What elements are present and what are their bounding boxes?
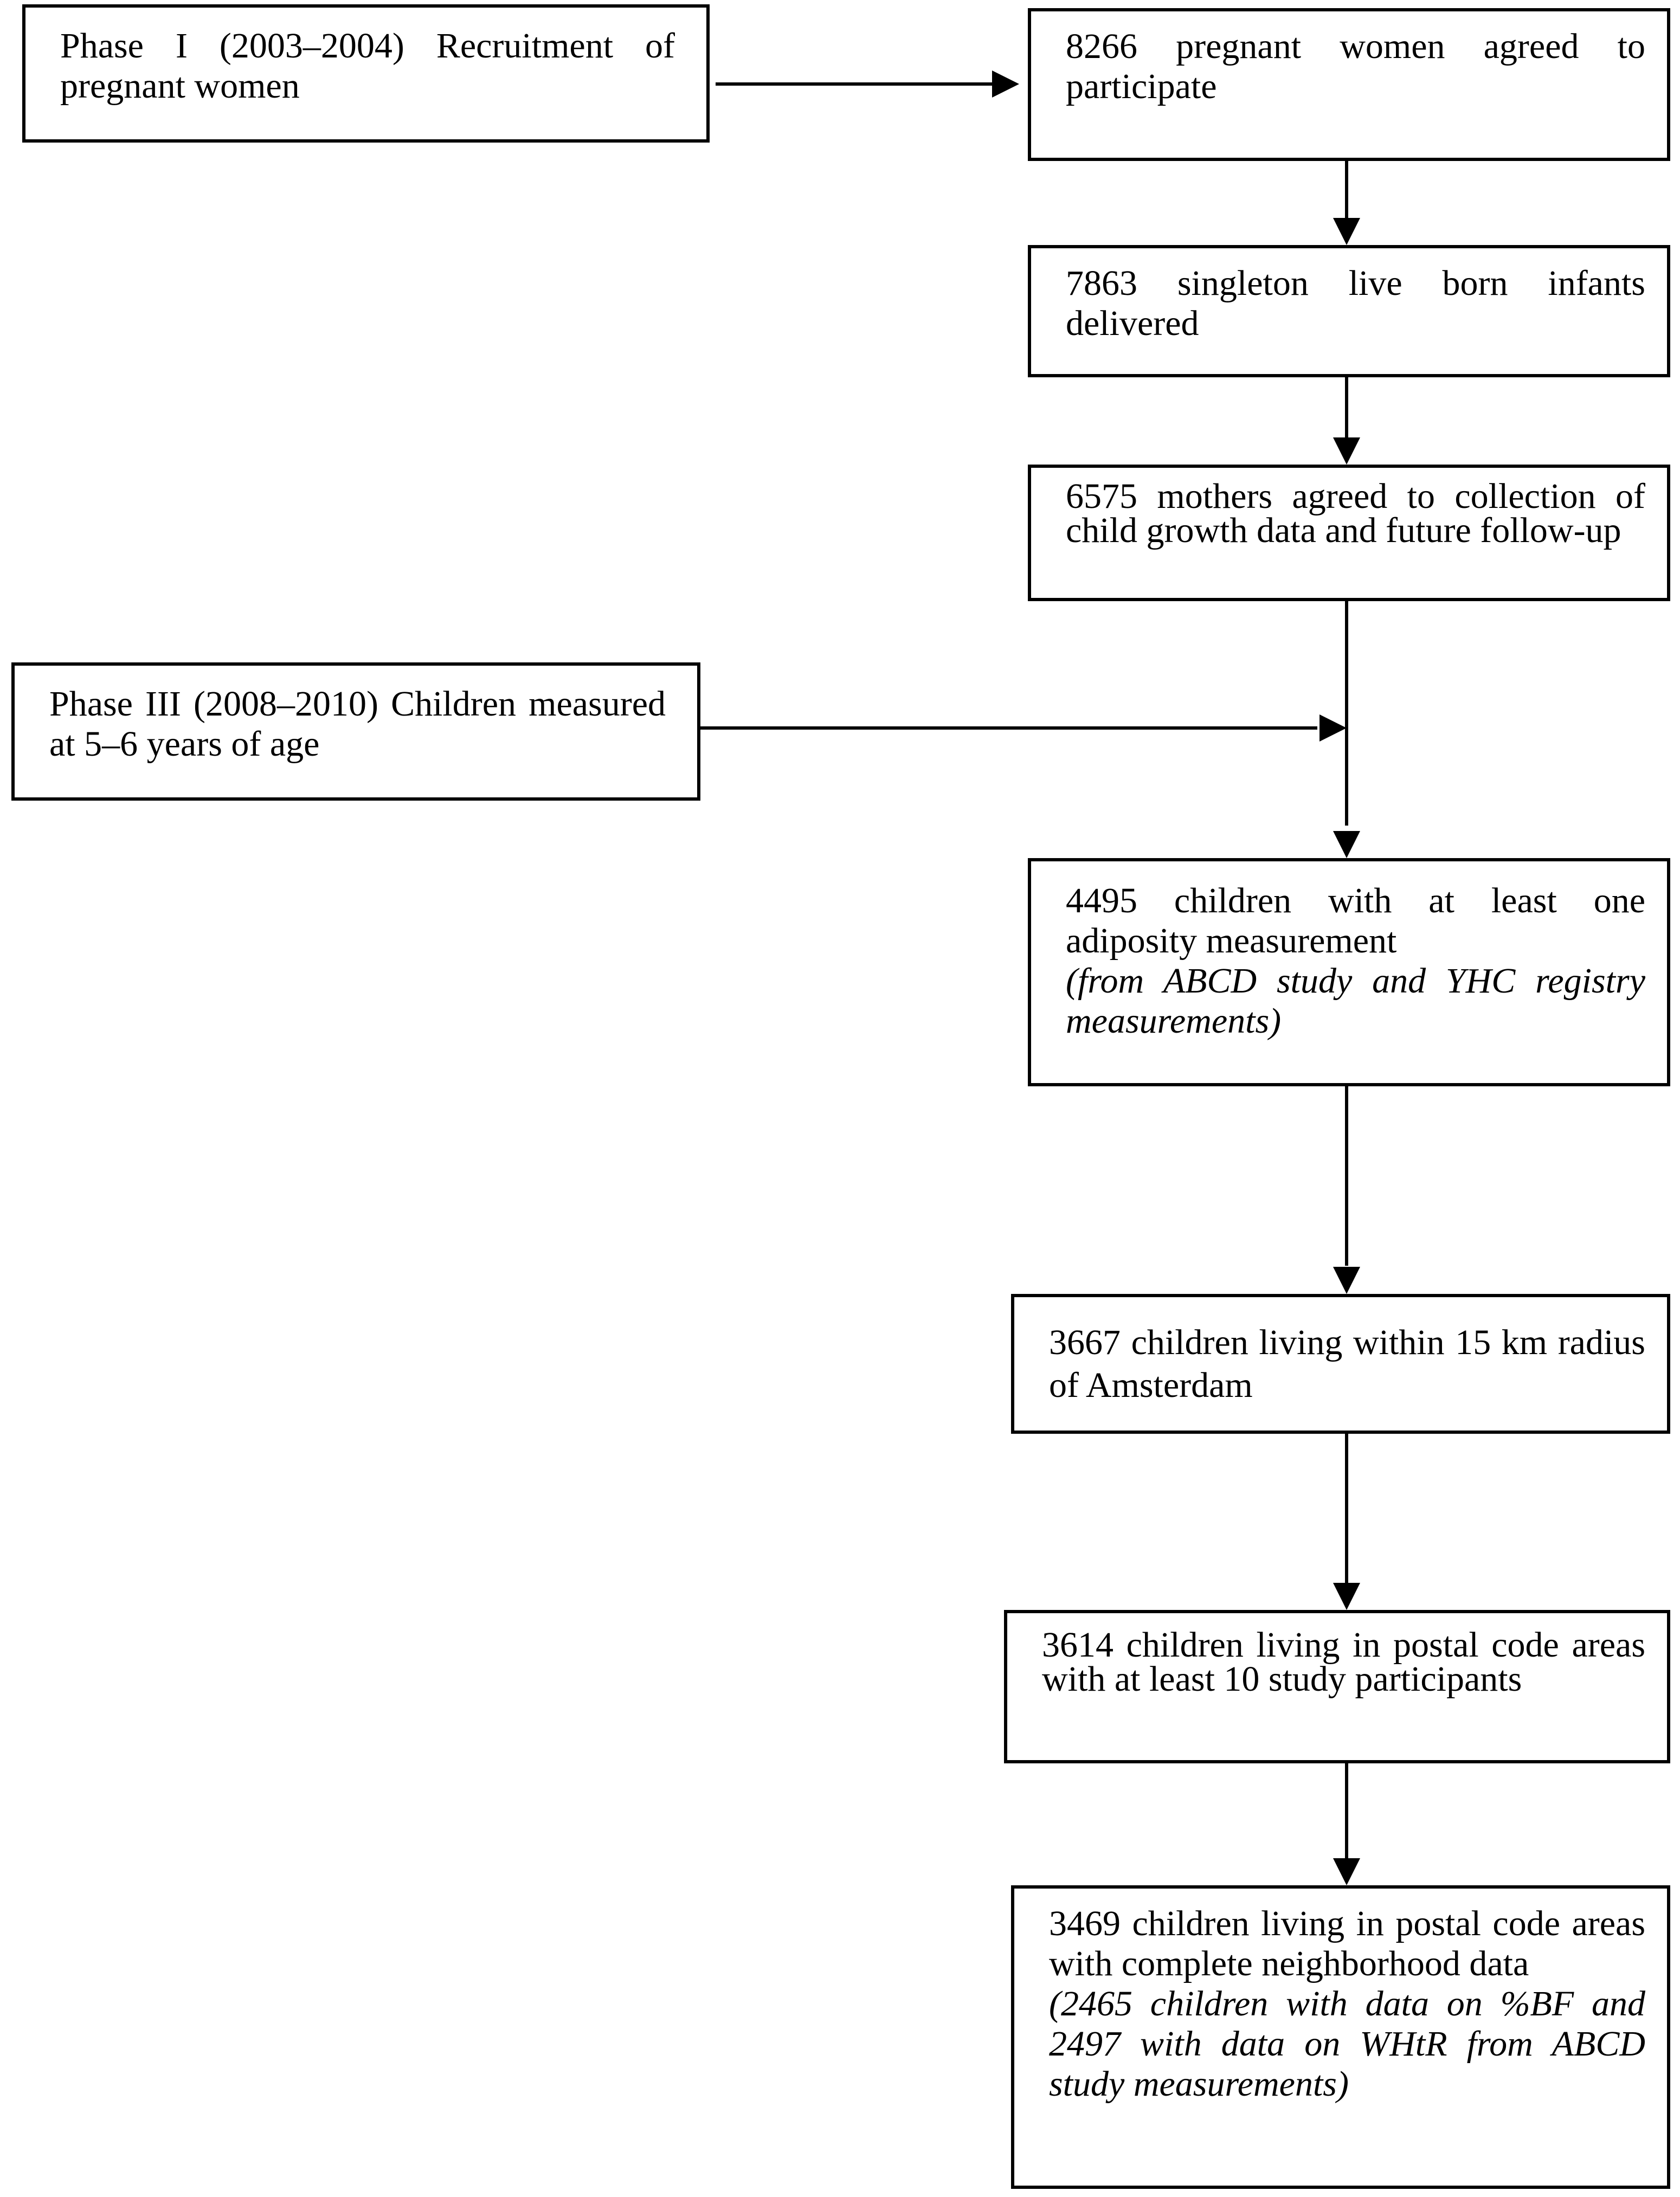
step-box-3: 6575 mothers agreed to collection of chi… [1028, 465, 1670, 601]
step-text-4: 4495 children with at least one adiposit… [1066, 881, 1645, 961]
arrowhead-step1 [992, 70, 1019, 98]
step-text-6: 3614 children living in postal code area… [1042, 1625, 1645, 1699]
arrowhead-phase3 [1319, 714, 1347, 742]
step-text-1: 8266 pregnant women agreed to participat… [1066, 27, 1645, 106]
phase1-text: Phase I (2003–2004) Recruitment of pregn… [60, 26, 675, 106]
step-box-7: 3469 children living in postal code area… [1011, 1885, 1670, 2189]
step-text-2: 7863 singleton live born infants deliver… [1066, 263, 1645, 343]
step-note-4: (from ABCD study and YHC registry measur… [1066, 961, 1645, 1041]
step-note-7: (2465 children with data on %BF and 2497… [1049, 1983, 1645, 2104]
step-box-4: 4495 children with at least one adiposit… [1028, 858, 1670, 1086]
step-box-5: 3667 children living within 15 km radius… [1011, 1294, 1670, 1434]
step-text-5: 3667 children living within 15 km radius… [1049, 1323, 1645, 1406]
arrowhead-step5 [1333, 1267, 1360, 1294]
step-box-6: 3614 children living in postal code area… [1004, 1610, 1670, 1763]
phase1-box: Phase I (2003–2004) Recruitment of pregn… [22, 4, 710, 143]
step-box-2: 7863 singleton live born infants deliver… [1028, 245, 1670, 377]
arrowhead-step7 [1333, 1858, 1360, 1885]
step-text-3: 6575 mothers agreed to collection of chi… [1066, 476, 1645, 550]
arrowhead-step2 [1333, 218, 1360, 245]
step-text-7: 3469 children living in postal code area… [1049, 1904, 1645, 1983]
phase3-text: Phase III (2008–2010) Children measured … [49, 684, 666, 764]
arrowhead-step3 [1333, 437, 1360, 465]
step-box-1: 8266 pregnant women agreed to participat… [1028, 8, 1670, 161]
arrowhead-step4 [1333, 831, 1360, 858]
phase3-box: Phase III (2008–2010) Children measured … [11, 662, 700, 801]
arrowhead-step6 [1333, 1583, 1360, 1610]
